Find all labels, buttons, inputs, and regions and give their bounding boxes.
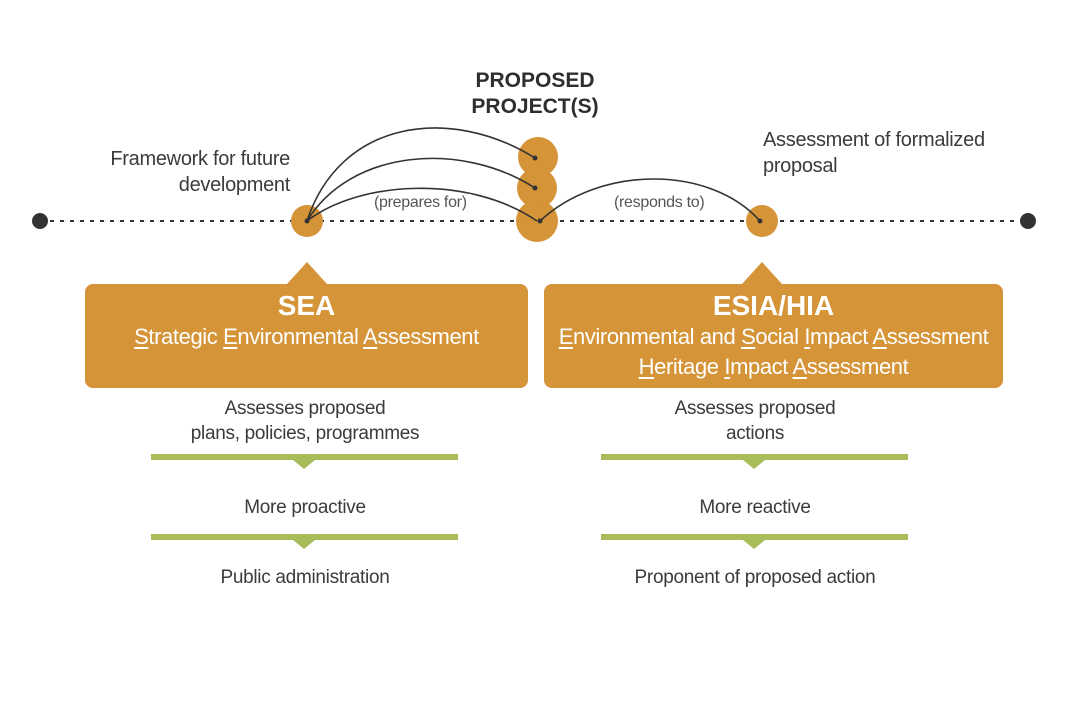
arc-end-dot <box>532 155 538 161</box>
esia-subtitle-word: mpact <box>810 324 873 349</box>
arc-to-esia <box>539 178 761 222</box>
esia-actor: Proponent of proposed action <box>634 567 876 588</box>
sea-subtitle: Strategic Environmental Assessment <box>85 322 528 352</box>
proposed-projects-line-2: PROJECT(S) <box>471 95 599 118</box>
arc-to-project-top <box>306 127 536 222</box>
esia-subtitle-word: mpact <box>730 354 793 379</box>
esia-subtitle-word: eritage <box>654 354 725 379</box>
esia-subtitle-initial: A <box>872 324 887 349</box>
esia-subtitle-word: ocial <box>755 324 805 349</box>
esia-subtitle-initial: H <box>638 354 655 379</box>
sea-subtitle-initial: A <box>363 324 378 349</box>
esia-subtitle-word: nvironmental and <box>572 324 742 349</box>
esia-subtitle-word: ssessment <box>806 354 909 379</box>
esia-subtitle-initial: E <box>558 324 574 349</box>
sea-approach: More proactive <box>244 497 366 518</box>
proposed-projects-line-1: PROPOSED <box>475 69 595 92</box>
responds-to-label: (responds to) <box>610 194 709 212</box>
sea-subtitle-initial: E <box>223 324 238 349</box>
esia-separator-1 <box>601 454 908 469</box>
assessment-label-line-1: Assessment of formalized <box>763 129 985 151</box>
arc-end-dot <box>532 185 538 191</box>
arc-end-dot <box>537 218 543 224</box>
sea-assesses-line-2: plans, policies, programmes <box>190 423 420 444</box>
sea-subtitle-word: trategic <box>148 324 224 349</box>
sea-assesses: Assesses proposed plans, policies, progr… <box>150 396 460 446</box>
esia-assesses-line-1: Assesses proposed <box>674 398 836 419</box>
esia-separator-2 <box>601 534 908 549</box>
esia-box: ESIA/HIA Environmental and Social Impact… <box>544 284 1003 388</box>
framework-label-line-1: Framework for future <box>110 148 290 170</box>
project-circle-top <box>518 137 558 177</box>
esia-subtitle-word: ssessment <box>886 324 989 349</box>
assessment-label-line-2: proposal <box>763 155 838 177</box>
sea-box: SEA Strategic Environmental Assessment <box>85 284 528 388</box>
sea-subtitle-word: ssessment <box>377 324 479 349</box>
assessment-label: Assessment of formalized proposal <box>763 127 1023 179</box>
sea-title: SEA <box>277 290 336 321</box>
framework-label-line-2: development <box>178 174 291 196</box>
prepares-for-label: (prepares for) <box>370 194 471 212</box>
esia-box-pointer <box>742 262 782 284</box>
esia-subtitle-initial: I <box>804 324 811 349</box>
sea-box-pointer <box>287 262 327 284</box>
esia-subtitle-initial: I <box>724 354 731 379</box>
sea-subtitle-initial: S <box>134 324 149 349</box>
esia-title: ESIA/HIA <box>712 290 835 321</box>
arc-to-project-bottom <box>306 187 538 222</box>
arc-end-dot <box>757 218 763 224</box>
proposed-projects-heading: PROPOSED PROJECT(S) <box>465 68 605 120</box>
sea-assesses-line-1: Assesses proposed <box>224 398 386 419</box>
arc-to-project-middle <box>306 157 536 222</box>
esia-subtitle-line-1: Environmental and Social Impact Assessme… <box>544 322 1003 352</box>
sea-actor: Public administration <box>220 567 390 588</box>
esia-approach: More reactive <box>699 497 811 518</box>
sea-separator-2 <box>151 534 458 549</box>
sea-subtitle-word: nvironmental <box>237 324 364 349</box>
sea-separator-1 <box>151 454 458 469</box>
timeline-start-dot <box>32 213 48 229</box>
arc-start-dot <box>304 218 310 224</box>
framework-label: Framework for future development <box>90 146 290 198</box>
esia-subtitle-line-2: Heritage Impact Assessment <box>544 352 1003 382</box>
esia-assesses-line-2: actions <box>725 423 785 444</box>
timeline-end-dot <box>1020 213 1036 229</box>
esia-subtitle-initial: A <box>792 354 808 379</box>
esia-subtitle-initial: S <box>741 324 756 349</box>
esia-assesses: Assesses proposed actions <box>600 396 910 446</box>
